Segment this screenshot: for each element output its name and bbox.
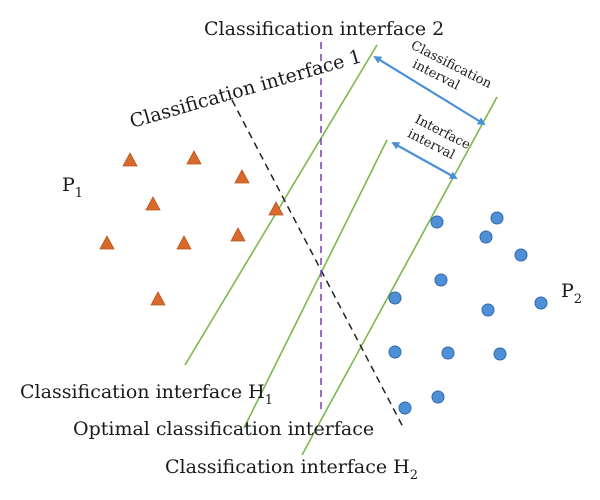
circle-point: [493, 347, 507, 361]
class-p1-points: [99, 150, 284, 306]
circle-point: [479, 230, 493, 244]
p1-letter: P: [62, 174, 75, 196]
circle-point: [441, 346, 455, 360]
triangle-point: [268, 201, 284, 216]
interface-h1-line: [184, 44, 378, 366]
triangle-point: [230, 227, 246, 242]
interface-interval-arrow: [391, 142, 458, 179]
classification-interval-label: Classification interval: [408, 38, 494, 93]
p1-label: P1: [62, 174, 83, 201]
circle-point: [490, 211, 504, 225]
triangle-point: [99, 235, 115, 250]
triangle-point: [176, 235, 192, 250]
interface-1-dashed-line: [231, 99, 404, 428]
interface-h2-text: Classification interface H: [165, 456, 410, 478]
interface-h2-line: [301, 96, 498, 456]
circle-point: [534, 296, 548, 310]
interface-h2-label: Classification interface H2: [165, 456, 418, 483]
circle-point: [434, 273, 448, 287]
classification-interval-arrow: [373, 55, 486, 126]
interface-2-label: Classification interface 2: [204, 18, 444, 40]
p2-subscript: 2: [574, 292, 582, 307]
circle-point: [398, 401, 412, 415]
interface-h1-label: Classification interface H1: [20, 381, 273, 408]
circle-point: [481, 303, 495, 317]
circle-point: [388, 291, 402, 305]
circle-point: [430, 215, 444, 229]
circle-point: [514, 248, 528, 262]
triangle-point: [150, 291, 166, 306]
p1-subscript: 1: [75, 186, 83, 201]
optimal-interface-label: Optimal classification interface: [73, 418, 374, 440]
p2-label: P2: [561, 280, 582, 307]
interface-h2-subscript: 2: [410, 468, 418, 483]
interface-h1-text: Classification interface H: [20, 381, 265, 403]
class-p2-points: [388, 211, 548, 415]
p2-letter: P: [561, 280, 574, 302]
interface-1-label: Classification interface 1: [127, 45, 364, 132]
circle-point: [388, 345, 402, 359]
triangle-point: [234, 169, 250, 184]
triangle-point: [122, 152, 138, 167]
triangle-point: [186, 150, 202, 165]
interface-h1-subscript: 1: [265, 393, 273, 408]
triangle-point: [145, 196, 161, 211]
circle-point: [431, 390, 445, 404]
optimal-interface-line: [243, 139, 388, 429]
